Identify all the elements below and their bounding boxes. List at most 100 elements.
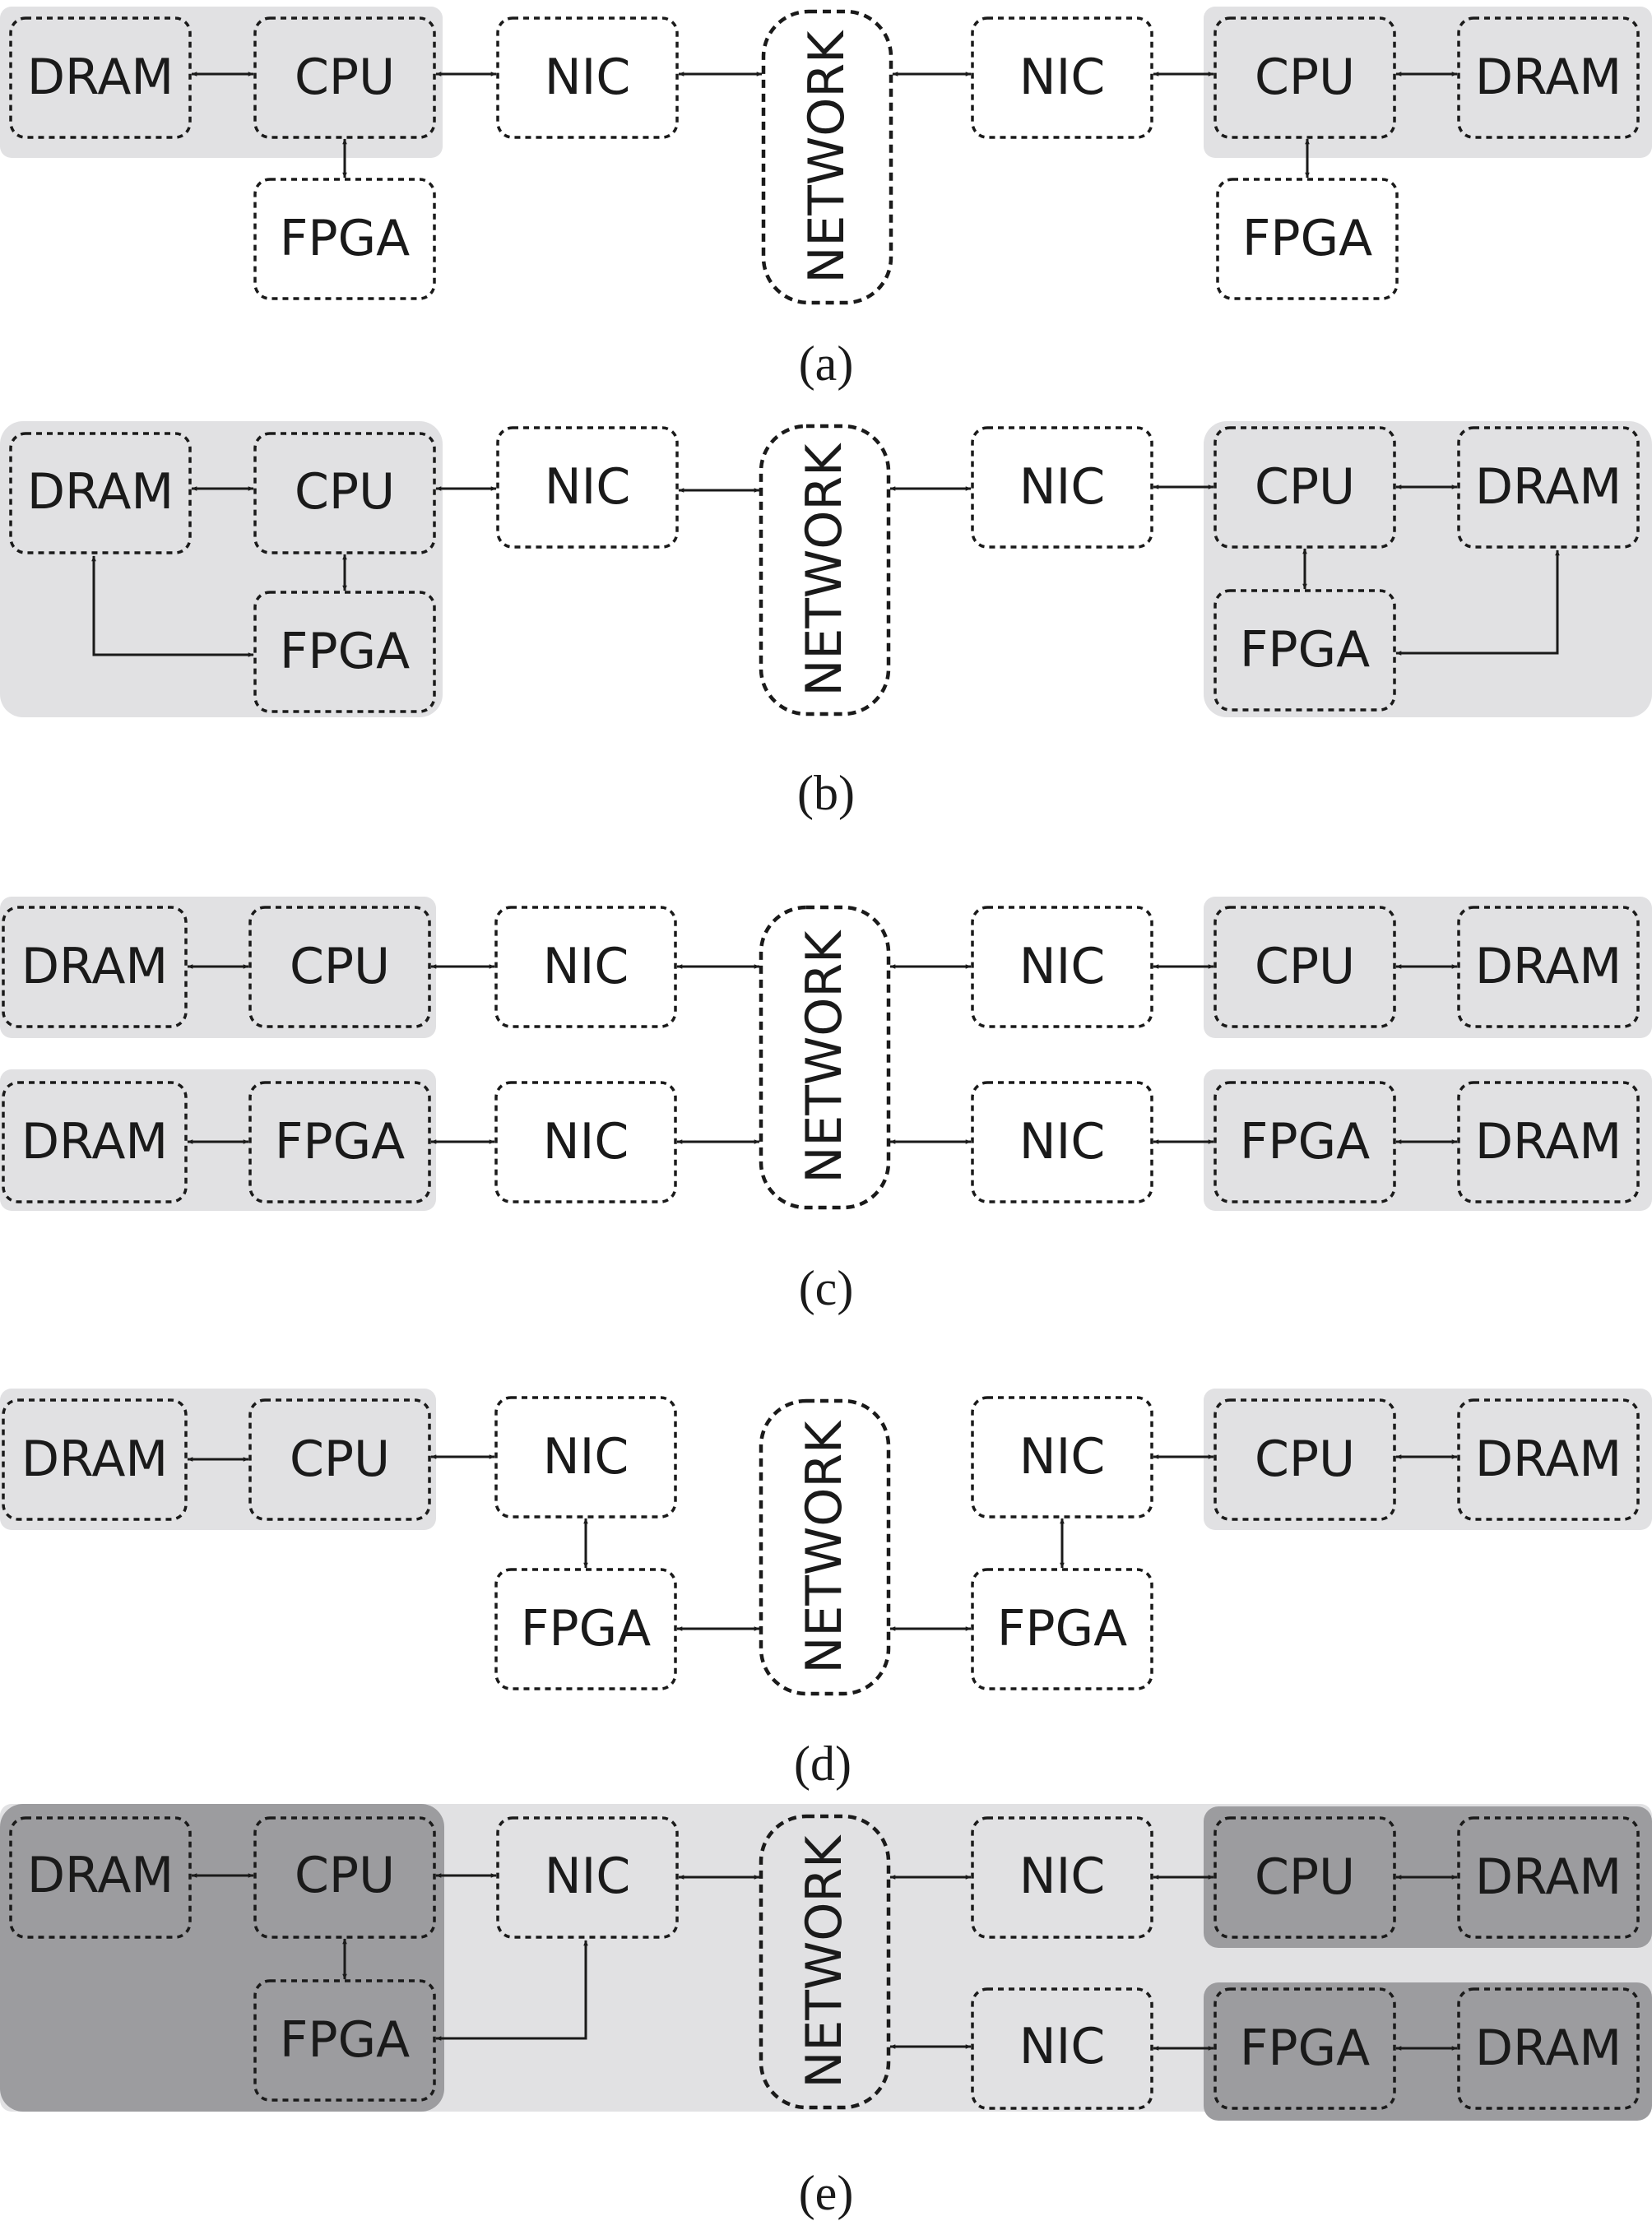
nic-label: NIC xyxy=(1019,938,1105,995)
fpga-label: FPGA xyxy=(280,210,410,267)
fpga-box xyxy=(1213,1987,1396,2110)
dram-box xyxy=(9,16,192,139)
fpga-label: FPGA xyxy=(275,1113,405,1171)
network-box xyxy=(759,1398,891,1696)
fpga-box xyxy=(248,1081,431,1203)
cpu-label: CPU xyxy=(1255,1430,1355,1488)
nic-label: NIC xyxy=(543,938,629,995)
nic-box xyxy=(971,1987,1153,2110)
cpu-label: CPU xyxy=(290,938,390,995)
dram-label: DRAM xyxy=(1475,1113,1622,1171)
nic-label: NIC xyxy=(545,1848,630,1905)
caption-e: (e) xyxy=(799,2166,854,2220)
fpga-label: FPGA xyxy=(1240,1113,1370,1171)
dram-box xyxy=(1457,16,1640,139)
nic-label: NIC xyxy=(545,458,630,516)
fpga-box xyxy=(494,1568,677,1690)
network-label: NETWORK xyxy=(796,930,853,1184)
fpga-box xyxy=(1216,178,1399,300)
network-box xyxy=(761,9,893,305)
cpu-box xyxy=(1213,1398,1396,1521)
cpu-label: CPU xyxy=(295,1847,395,1904)
caption-d: (d) xyxy=(794,1736,852,1791)
dram-label: DRAM xyxy=(1475,49,1622,106)
cpu-box xyxy=(248,1398,431,1521)
nic-box xyxy=(494,906,677,1028)
dram-box xyxy=(1457,426,1640,549)
cpu-label: CPU xyxy=(1255,49,1355,106)
dram-box xyxy=(1457,1398,1640,1521)
dram-box xyxy=(9,1816,192,1939)
nic-box xyxy=(971,426,1153,549)
dram-box xyxy=(2,1081,188,1203)
dram-label: DRAM xyxy=(27,1847,174,1904)
panel-a: DRAM CPU NIC NETWORK NIC CPU DRAM FPGA F… xyxy=(0,7,1652,391)
links xyxy=(187,1454,1458,1631)
nic-box xyxy=(971,16,1153,139)
fpga-label: FPGA xyxy=(997,1600,1127,1658)
caption-a: (a) xyxy=(799,336,854,391)
nic-box xyxy=(496,16,679,139)
dram-box xyxy=(1457,906,1640,1028)
fpga-box xyxy=(971,1568,1153,1690)
cpu-label: CPU xyxy=(1255,458,1355,516)
nic-box xyxy=(971,1816,1153,1939)
caption-c: (c) xyxy=(799,1261,854,1315)
cpu-label: CPU xyxy=(290,1430,390,1488)
nic-label: NIC xyxy=(1019,2018,1105,2075)
panel-c: DRAM CPU NIC NETWORK NIC CPU DRAM DRAM F… xyxy=(0,897,1652,1315)
network-box xyxy=(759,905,891,1210)
nic-label: NIC xyxy=(543,1113,629,1171)
network-label: NETWORK xyxy=(796,1834,853,2089)
network-label: NETWORK xyxy=(796,443,853,697)
cpu-box xyxy=(1213,906,1396,1028)
nic-label: NIC xyxy=(1019,1113,1105,1171)
caption-b: (b) xyxy=(797,766,855,820)
dram-box xyxy=(2,1398,188,1521)
nic-label: NIC xyxy=(545,49,630,106)
nic-box xyxy=(971,1081,1153,1203)
nic-label: NIC xyxy=(1019,49,1105,106)
nic-label: NIC xyxy=(1019,1848,1105,1905)
dram-label: DRAM xyxy=(27,463,174,521)
links xyxy=(91,485,1560,657)
cpu-label: CPU xyxy=(295,463,395,521)
links xyxy=(187,964,1458,1144)
dram-label: DRAM xyxy=(1475,2019,1622,2077)
fpga-label: FPGA xyxy=(280,2011,410,2069)
panel-e: DRAM CPU NIC NETWORK NIC CPU DRAM FPGA N… xyxy=(0,1804,1652,2220)
cpu-box xyxy=(1213,1816,1396,1939)
nic-box xyxy=(496,426,679,549)
fpga-label: FPGA xyxy=(1240,621,1370,679)
nic-box xyxy=(494,1396,677,1519)
dram-box xyxy=(1457,1816,1640,1939)
dram-label: DRAM xyxy=(1475,1848,1622,1906)
dram-label: DRAM xyxy=(1475,1430,1622,1488)
dram-label: DRAM xyxy=(21,1113,168,1171)
fpga-box xyxy=(253,178,436,300)
dram-label: DRAM xyxy=(27,49,174,106)
nic-label: NIC xyxy=(543,1428,629,1486)
fpga-box xyxy=(253,591,436,713)
dram-label: DRAM xyxy=(21,938,168,995)
links xyxy=(191,1873,1458,2051)
cpu-label: CPU xyxy=(295,49,395,106)
fpga-label: FPGA xyxy=(1242,210,1372,267)
cpu-label: CPU xyxy=(1255,938,1355,995)
fpga-label: FPGA xyxy=(1240,2019,1370,2077)
nic-box xyxy=(494,1081,677,1203)
fpga-box xyxy=(1213,589,1396,712)
cpu-box xyxy=(1213,16,1396,139)
cpu-label: CPU xyxy=(1255,1848,1355,1906)
fpga-label: FPGA xyxy=(521,1600,651,1658)
cpu-box xyxy=(253,16,436,139)
links xyxy=(191,72,1458,179)
dram-label: DRAM xyxy=(21,1430,168,1488)
nic-box xyxy=(971,906,1153,1028)
nic-label: NIC xyxy=(1019,1428,1105,1486)
fpga-label: FPGA xyxy=(280,623,410,680)
panel-d: DRAM CPU NIC NETWORK NIC CPU DRAM FPGA F… xyxy=(0,1389,1652,1791)
dram-box xyxy=(1457,1987,1640,2110)
panel-b: DRAM CPU NIC NETWORK NIC CPU DRAM FPGA F… xyxy=(0,421,1652,820)
